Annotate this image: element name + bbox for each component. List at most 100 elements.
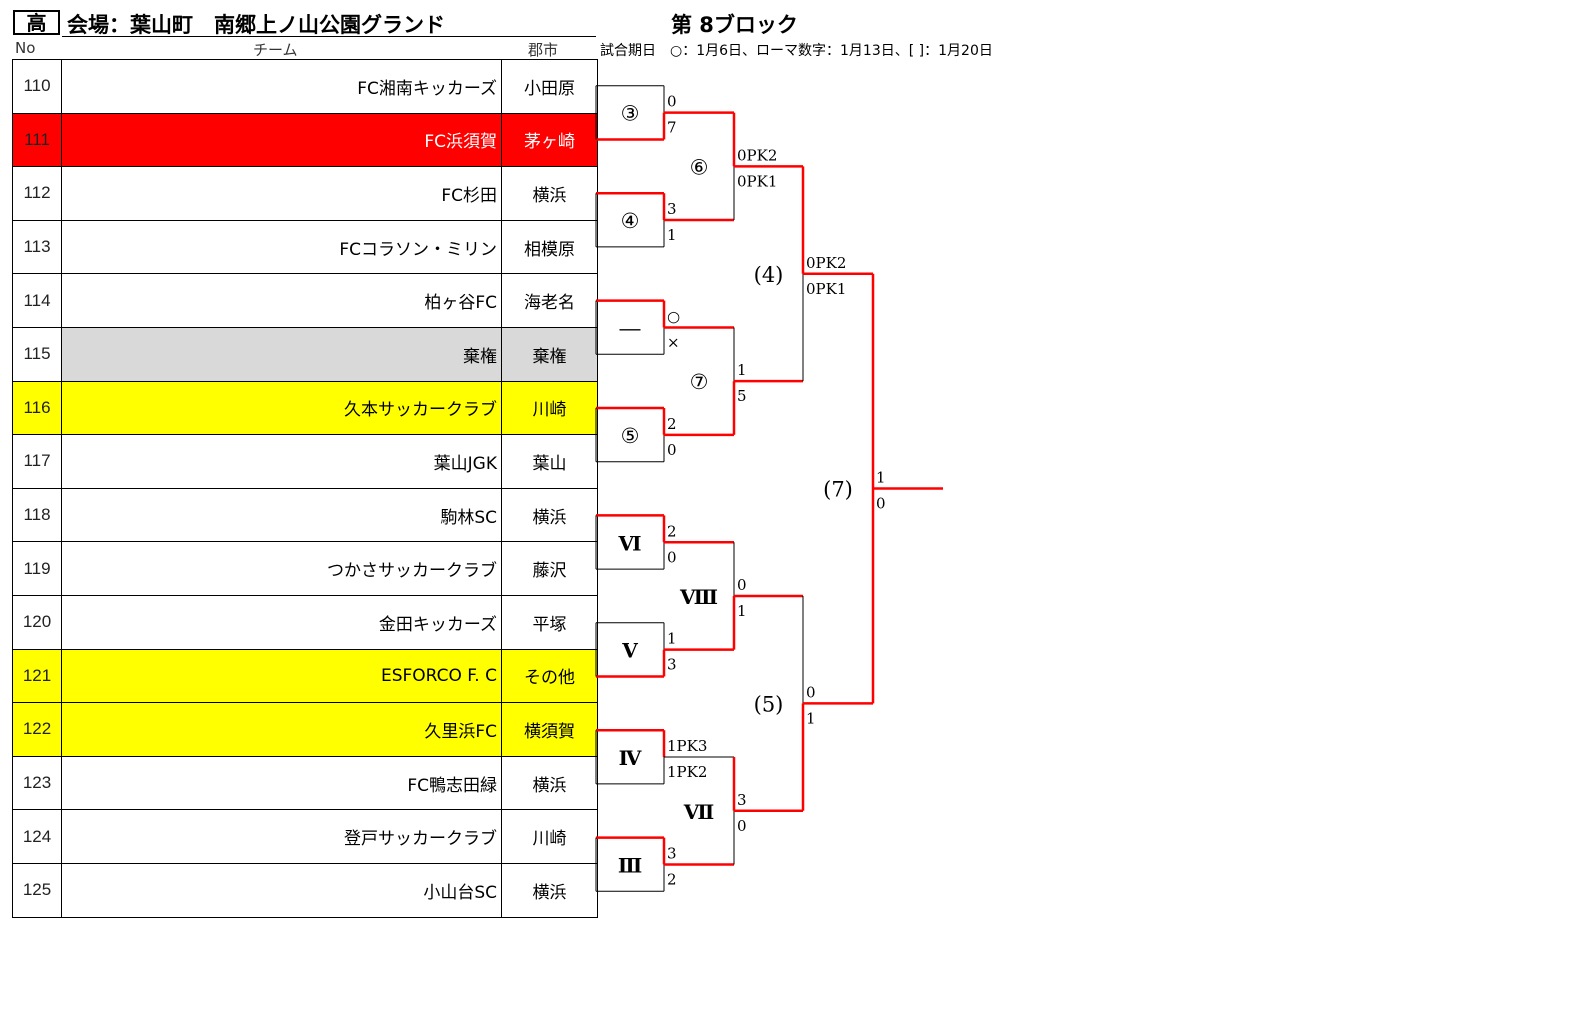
- team-no: 116: [12, 380, 62, 436]
- col-header-team: チーム: [253, 41, 298, 59]
- col-header-no: No: [15, 39, 36, 57]
- team-name: FCコラソン・ミリン: [61, 219, 502, 275]
- team-name: 金田キッカーズ: [61, 594, 502, 650]
- team-name: 棄権: [61, 326, 502, 382]
- team-name: FC杉田: [61, 166, 502, 221]
- team-city: 棄権: [501, 326, 598, 382]
- score: ×: [667, 333, 680, 351]
- team-city: 横浜: [501, 166, 598, 221]
- team-name: ESFORCO F. C: [61, 648, 502, 704]
- match-label-r1: Ⅳ: [619, 746, 642, 770]
- team-name: 久本サッカークラブ: [61, 380, 502, 436]
- team-city: 海老名: [501, 273, 598, 328]
- team-city: 藤沢: [501, 541, 598, 596]
- team-city: 横須賀: [501, 702, 598, 757]
- score: 0: [667, 441, 677, 459]
- score: 0: [876, 495, 886, 513]
- match-label-r2: Ⅷ: [679, 585, 718, 609]
- team-name: 葉山JGK: [61, 434, 502, 489]
- score: 7: [667, 119, 677, 137]
- score: 1PK2: [667, 763, 707, 781]
- score: 2: [667, 522, 677, 540]
- team-no: 114: [12, 273, 62, 328]
- team-no: 117: [12, 434, 62, 489]
- score: 1: [737, 361, 747, 379]
- team-no: 112: [12, 166, 62, 221]
- match-label-r1: Ⅴ: [621, 639, 638, 663]
- category-mark: 高: [13, 10, 60, 35]
- team-no: 122: [12, 702, 62, 757]
- score: 0: [667, 93, 677, 111]
- team-city: 茅ヶ崎: [501, 112, 598, 168]
- team-city: 小田原: [501, 59, 598, 114]
- team-city: その他: [501, 648, 598, 704]
- score: 0PK2: [806, 254, 846, 272]
- col-header-city: 郡市: [528, 41, 559, 59]
- score: 0: [737, 576, 747, 594]
- score: 2: [667, 415, 677, 433]
- score: 0: [737, 817, 747, 835]
- match-label-r2: Ⅶ: [683, 800, 715, 824]
- team-no: 123: [12, 755, 62, 811]
- score: 0PK1: [806, 280, 846, 298]
- match-label-r3: (4): [754, 263, 784, 287]
- match-label-r2: ⑥: [690, 155, 709, 179]
- team-name: FC浜須賀: [61, 112, 502, 168]
- team-city: 相模原: [501, 219, 598, 275]
- score: 5: [737, 387, 747, 405]
- team-no: 111: [12, 112, 62, 168]
- match-label-r1: ③: [621, 102, 640, 126]
- team-name: 小山台SC: [61, 862, 502, 918]
- match-label-r1: ④: [621, 209, 640, 233]
- match-label-final: (7): [823, 478, 853, 502]
- match-label-r1: Ⅵ: [618, 531, 642, 555]
- score: 1: [876, 469, 886, 487]
- score: 0: [806, 683, 816, 701]
- block-title: 第 8ブロック: [671, 13, 798, 37]
- score: 2: [667, 870, 677, 888]
- score: 0PK1: [737, 172, 777, 190]
- score: 3: [667, 656, 677, 674]
- score: 1: [667, 630, 677, 648]
- score: 3: [667, 844, 677, 862]
- score: 1: [737, 602, 747, 620]
- score: 1PK3: [667, 737, 707, 755]
- team-city: 川崎: [501, 380, 598, 436]
- match-label-r1: ―: [620, 316, 641, 340]
- team-name: FC鴨志田緑: [61, 755, 502, 811]
- team-no: 118: [12, 487, 62, 543]
- score: 0: [667, 548, 677, 566]
- score: 3: [737, 791, 747, 809]
- header-underline: [62, 36, 596, 37]
- match-label-r1: Ⅲ: [618, 853, 642, 877]
- score: 3: [667, 200, 677, 218]
- score: 0PK2: [737, 146, 777, 164]
- team-no: 125: [12, 862, 62, 918]
- team-no: 121: [12, 648, 62, 704]
- team-name: FC湘南キッカーズ: [61, 59, 502, 114]
- score: 1: [667, 226, 677, 244]
- venue-title: 会場：葉山町 南郷上ノ山公園グランド: [67, 13, 445, 37]
- match-label-r1: ⑤: [621, 424, 640, 448]
- match-label-r3: (5): [754, 692, 784, 716]
- score: 1: [806, 709, 816, 727]
- date-note: 試合期日 ○：1月6日、ローマ数字：1月13日、[ ]：1月20日: [600, 43, 993, 59]
- team-name: 登戸サッカークラブ: [61, 809, 502, 864]
- team-name: 久里浜FC: [61, 702, 502, 757]
- team-city: 横浜: [501, 862, 598, 918]
